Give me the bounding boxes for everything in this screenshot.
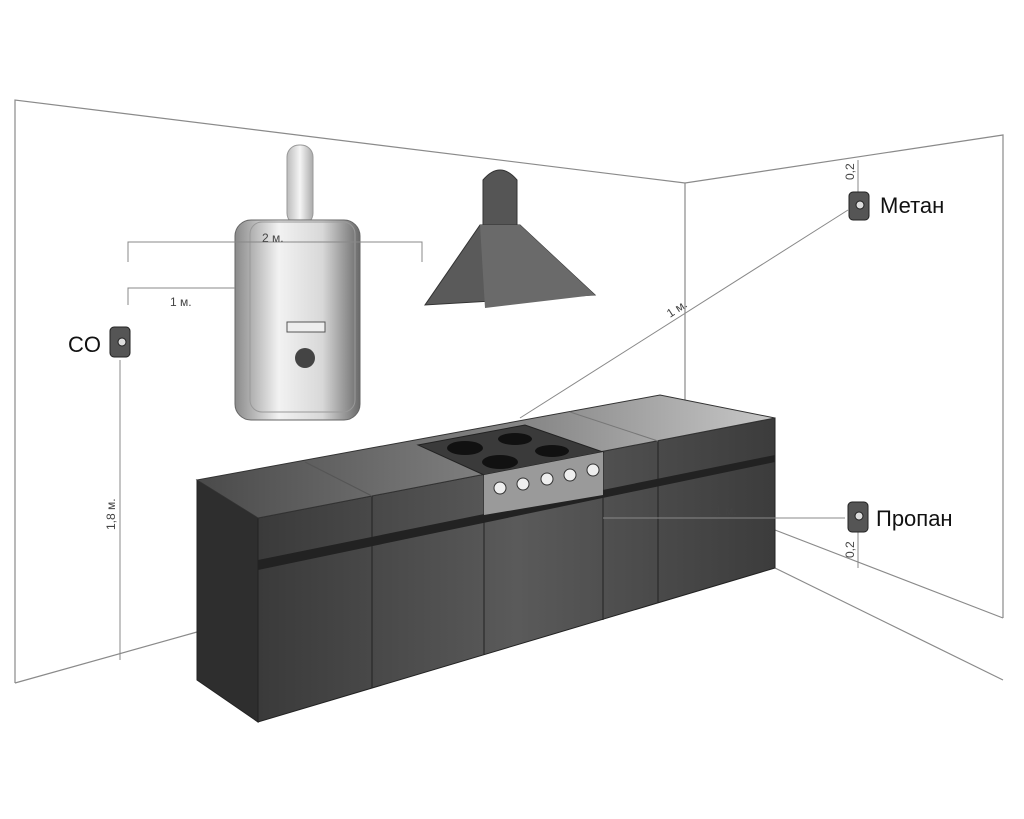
stove-knob [516,477,530,491]
propane-sensor [847,501,869,533]
methane-sensor-label: Метан [880,193,944,218]
dimension-lines [119,160,859,660]
co-sensor [109,326,131,358]
stove-knob [493,481,507,495]
methane-sensor [848,191,870,221]
boiler-display [286,321,326,333]
sensor-icon [855,200,865,210]
dim-methane-to-stove: 1 м. [664,297,690,321]
kitchen-counter [195,394,776,723]
burner [447,441,483,455]
burner [498,433,532,445]
co-sensor-label: CO [68,332,101,357]
sensor-icon [117,337,127,347]
gas-boiler [234,144,361,421]
stove-knob [563,468,577,482]
stove-knob [540,472,554,486]
dim-methane-to-ceiling: 0,2 [843,163,857,180]
dim-co-height: 1,8 м. [104,498,118,530]
burner [482,455,518,469]
dim-co-to-boiler: 1 м. [170,295,192,309]
stove-knob [586,463,600,477]
sensor-icon [854,511,864,521]
burner [535,445,569,457]
dim-boiler-hood-span: 2 м. [262,231,284,245]
range-hood [424,169,597,308]
boiler-knob [295,348,315,368]
dim-propane-to-stove: 1 м. [715,504,737,518]
dim-propane-to-floor: 0,2 [843,541,857,558]
room-walls [14,99,1004,684]
propane-sensor-label: Пропан [876,506,953,531]
